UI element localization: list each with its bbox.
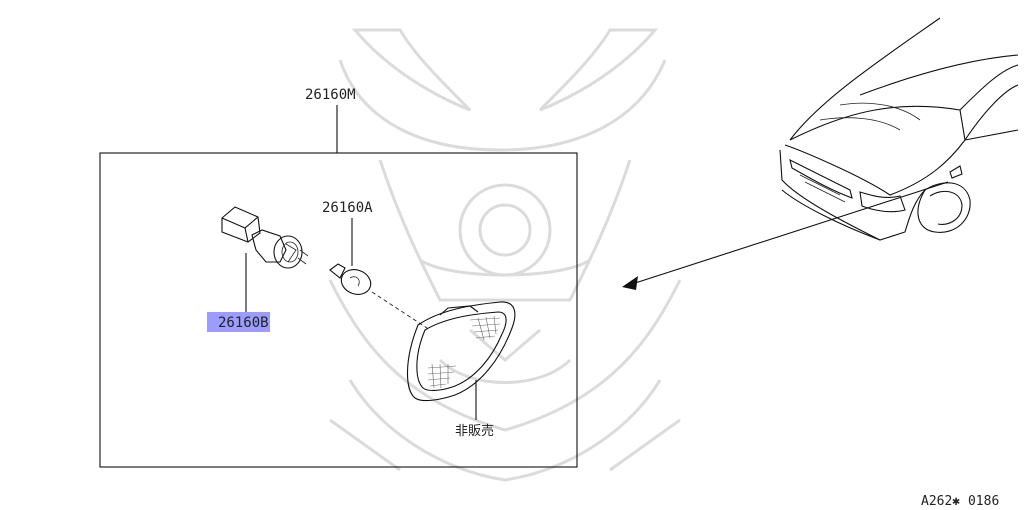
car-front-drawing bbox=[779, 17, 1019, 241]
bulb-part-label: 26160A bbox=[322, 200, 373, 216]
assembly-dashed-line bbox=[371, 291, 431, 331]
not-for-sale-label: 非販売 bbox=[455, 423, 494, 439]
assembly-frame bbox=[99, 152, 578, 468]
location-arrow-head bbox=[622, 276, 638, 290]
side-marker-lamp-drawing bbox=[406, 301, 516, 402]
bulb-socket-drawing bbox=[221, 206, 309, 269]
socket-part-highlight[interactable] bbox=[207, 312, 270, 332]
location-arrow-line bbox=[631, 181, 949, 285]
socket-part-number[interactable]: 26160B bbox=[218, 315, 269, 331]
assembly-part-label: 26160M bbox=[305, 87, 356, 103]
figure-code: A262✱ 0186 bbox=[921, 494, 999, 509]
watermark-emblem bbox=[328, 28, 682, 482]
socket-part-suffix: B bbox=[260, 315, 268, 331]
wedge-bulb-drawing bbox=[329, 263, 372, 295]
